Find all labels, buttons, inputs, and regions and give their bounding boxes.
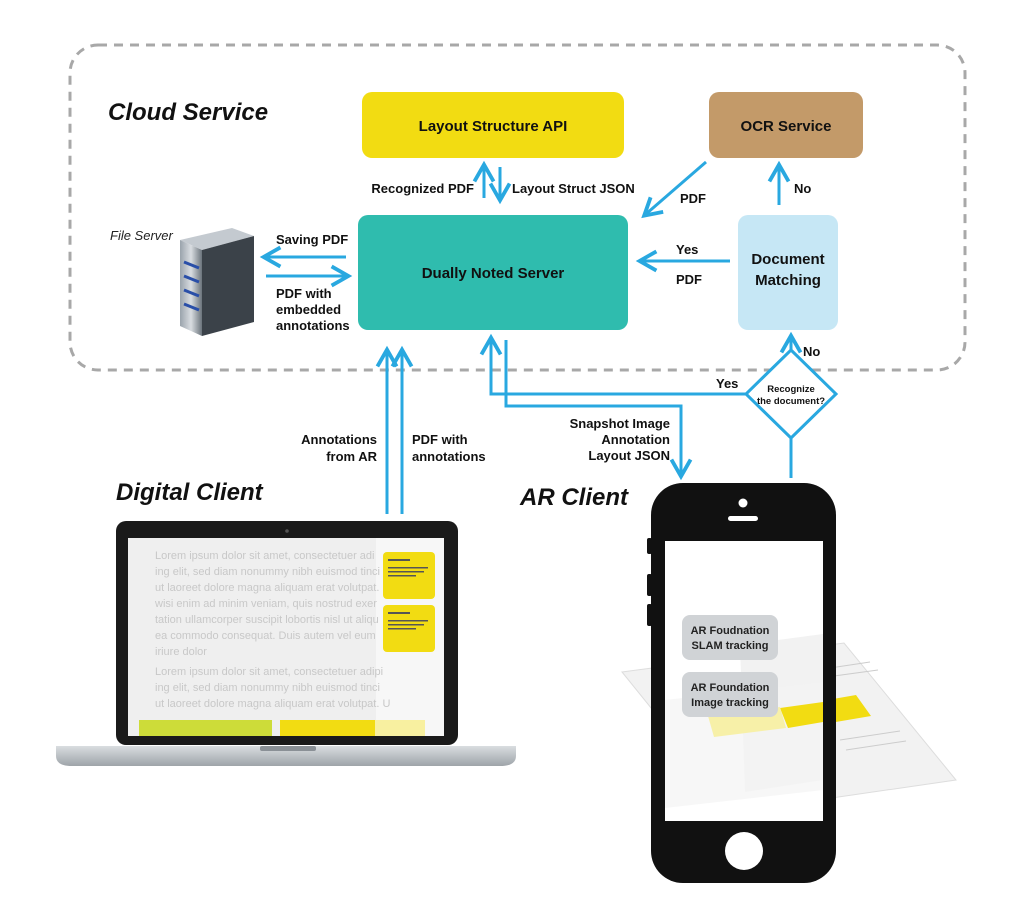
dually-noted-server-box	[358, 215, 628, 330]
lorem-line: ut laoreet dolore magna aliquam erat vol…	[155, 582, 379, 594]
label-pdf-annotations-1: PDF with	[412, 432, 468, 447]
phone-speaker	[728, 516, 758, 521]
phone-illustration: AR Foudnation SLAM tracking AR Foundatio…	[647, 483, 836, 883]
label-pdf-embedded-3: annotations	[276, 318, 350, 333]
lorem-line: iriure dolor	[155, 646, 207, 658]
lorem-line: ea commodo consequat. Duis autem vel eum	[155, 630, 376, 642]
ocr-service-label: OCR Service	[741, 118, 832, 135]
ar-slam-label-1: AR Foudnation	[691, 625, 770, 637]
lorem-line: ing elit, sed diam nonummy nibh euismod …	[155, 682, 380, 694]
decision-label-1: Recognize	[767, 384, 815, 395]
ar-image-tracking-box	[682, 672, 778, 717]
document-matching-label-1: Document	[751, 251, 824, 268]
label-no-ocr: No	[794, 181, 811, 196]
lorem-line: Lorem ipsum dolor sit amet, consectetuer…	[155, 550, 375, 562]
label-yes-decision: Yes	[716, 376, 738, 391]
ocr-service-box	[709, 92, 863, 158]
cloud-service-boundary	[68, 43, 967, 372]
label-pdf-annotations-2: annotations	[412, 449, 486, 464]
arrow-server-to-ar-client	[504, 340, 693, 481]
sticky-note-1	[383, 552, 435, 599]
label-annotations-ar-1: Annotations	[301, 432, 377, 447]
laptop-base	[56, 746, 516, 766]
document-matching-label-2: Matching	[755, 272, 821, 289]
phone-home-button[interactable]	[725, 832, 763, 870]
label-yes-match: Yes	[676, 242, 698, 257]
sticky-note-2	[383, 605, 435, 652]
label-pdf-embedded-2: embedded	[276, 302, 341, 317]
ar-slam-tracking-box	[682, 615, 778, 660]
lorem-line: ing elit, sed diam nonummy nibh euismod …	[155, 566, 380, 578]
arrow-ocr-to-server	[641, 160, 707, 219]
label-snapshot-3: Layout JSON	[588, 448, 670, 463]
phone-camera	[738, 498, 748, 508]
file-server-icon	[180, 228, 254, 336]
layout-structure-api-box	[362, 92, 624, 158]
digital-client-title: Digital Client	[116, 479, 264, 506]
arrow-decision-to-server	[479, 333, 746, 396]
label-snapshot-1: Snapshot Image	[570, 416, 670, 431]
label-saving-pdf: Saving PDF	[276, 232, 348, 247]
file-server-label: File Server	[110, 228, 174, 243]
laptop-highlight-green	[139, 720, 272, 736]
laptop-lorem-text: Lorem ipsum dolor sit amet, consectetuer…	[154, 550, 390, 710]
lorem-line: wisi enim ad minim veniam, quis nostrud …	[154, 598, 377, 610]
label-no-decision: No	[803, 344, 820, 359]
lorem-line: Lorem ipsum dolor sit amet, consectetuer…	[155, 666, 383, 678]
laptop-illustration: Lorem ipsum dolor sit amet, consectetuer…	[56, 521, 516, 766]
cloud-service-title: Cloud Service	[108, 99, 268, 126]
lorem-line: tation ullamcorper suscipit lobortis nis…	[155, 614, 379, 626]
label-pdf-ocr: PDF	[680, 191, 706, 206]
ar-image-label-1: AR Foundation	[691, 682, 770, 694]
dually-noted-server-label: Dually Noted Server	[422, 265, 565, 282]
document-matching-box	[738, 215, 838, 330]
label-recognized-pdf: Recognized PDF	[371, 181, 474, 196]
label-pdf-embedded-1: PDF with	[276, 286, 332, 301]
ar-client-title: AR Client	[519, 484, 629, 511]
label-pdf-match: PDF	[676, 272, 702, 287]
label-snapshot-2: Annotation	[601, 432, 670, 447]
layout-structure-api-label: Layout Structure API	[419, 118, 568, 135]
laptop-highlight-yellow	[280, 720, 375, 736]
label-layout-struct-json: Layout Struct JSON	[512, 181, 635, 196]
ar-slam-label-2: SLAM tracking	[691, 640, 768, 652]
label-annotations-ar-2: from AR	[326, 449, 377, 464]
ar-image-label-2: Image tracking	[691, 697, 769, 709]
lorem-line: ut laoreet dolore magna aliquam erat vol…	[155, 698, 390, 710]
decision-label-2: the document?	[757, 396, 825, 407]
